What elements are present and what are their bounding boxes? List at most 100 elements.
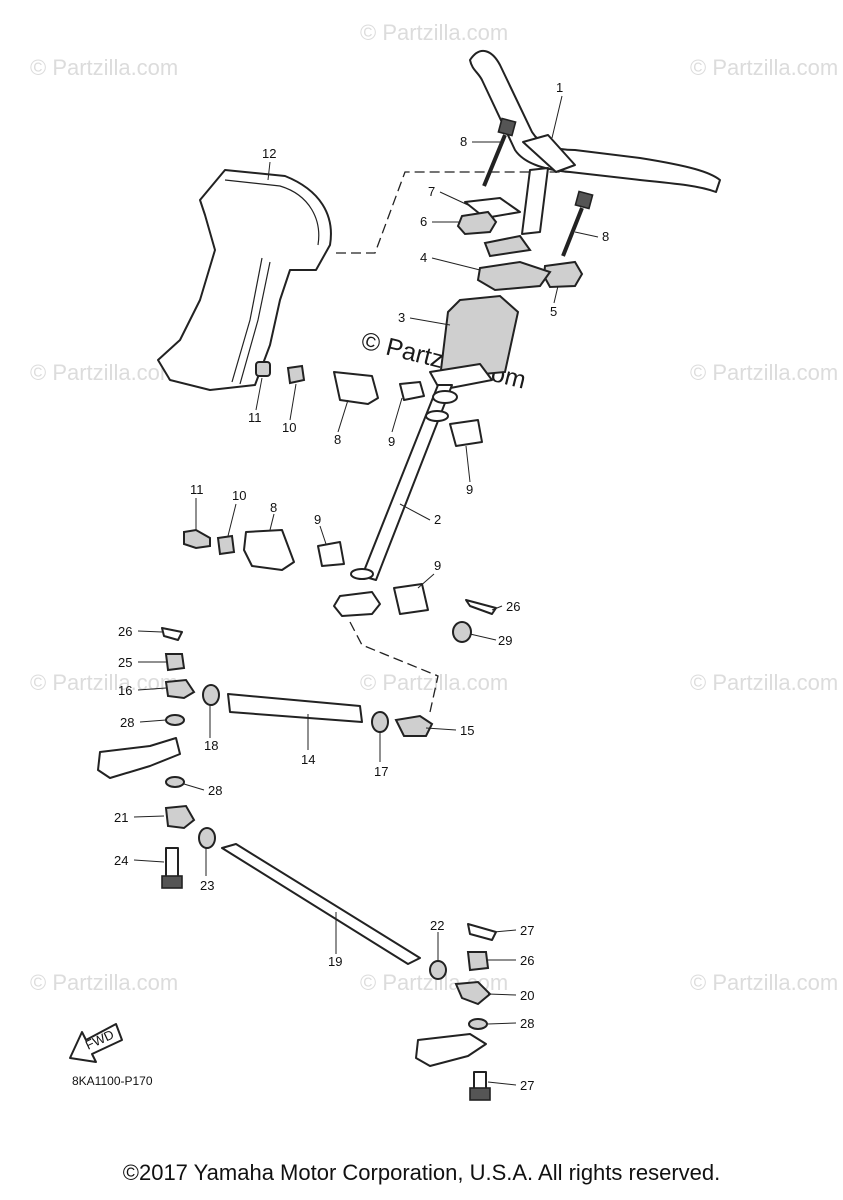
callout-label: 11 [190, 482, 204, 497]
callout-label: 28 [208, 783, 222, 798]
bolt-head [161, 875, 183, 889]
callout-label: 3 [398, 310, 405, 325]
callout-label: 9 [466, 482, 473, 497]
tie-rod-end [394, 714, 434, 737]
callout-label: 29 [498, 633, 512, 648]
callout-label: 2 [434, 512, 441, 527]
clamp-upper [542, 260, 584, 289]
clip [286, 364, 306, 385]
column-flange [429, 363, 493, 391]
tie-rod-end [164, 804, 196, 830]
shaft-bracket [243, 529, 295, 571]
handlebar-post [521, 167, 549, 235]
handlebar-holder-top [483, 234, 532, 258]
diagram-reference-code: 8KA1100-P170 [72, 1074, 153, 1088]
tie-rod [227, 693, 363, 723]
callout-label: 10 [282, 420, 296, 435]
callout-label: 14 [301, 752, 315, 767]
callout-label: 1 [556, 80, 563, 95]
shaft-bottom-arm [333, 591, 381, 617]
locknut [202, 684, 220, 706]
watermark-group: © Partzilla.com © Partzilla.com © Partzi… [30, 20, 838, 995]
steering-shaft [361, 384, 453, 581]
callout-label: 28 [520, 1016, 534, 1031]
castle-nut [466, 951, 490, 972]
callout-label: 8 [270, 500, 277, 515]
tie-rod-end [454, 980, 492, 1006]
callout-label: 22 [430, 918, 444, 933]
callout-label: 27 [520, 923, 534, 938]
shaft-collar [425, 410, 449, 422]
bolt-icon [183, 528, 211, 550]
callout-label: 17 [374, 764, 388, 779]
steering-arm [415, 1033, 487, 1067]
callout-label: 21 [114, 810, 128, 825]
nut [452, 621, 472, 643]
callout-label: 15 [460, 723, 474, 738]
clamp-upper [456, 210, 498, 236]
callout-label: 27 [520, 1078, 534, 1093]
column-housing [438, 294, 520, 380]
callout-label: 9 [314, 512, 321, 527]
callout-label: 26 [520, 953, 534, 968]
callout-label: 28 [120, 715, 134, 730]
washer [165, 776, 185, 788]
watermark: © Partzilla.com [30, 970, 178, 995]
dashed-leader [349, 621, 439, 713]
shaft-bracket [333, 371, 379, 405]
callout-label: 25 [118, 655, 132, 670]
watermark: © Partzilla.com [30, 360, 178, 385]
callout-labels: 1 8 7 6 4 3 8 5 12 11 10 8 9 9 2 11 10 8… [114, 80, 609, 1093]
watermark: © Partzilla.com [690, 360, 838, 385]
castle-nut [164, 653, 186, 672]
washer [165, 714, 185, 726]
callout-label: 26 [506, 599, 520, 614]
watermark: © Partzilla.com [360, 20, 508, 45]
bolt-icon [482, 117, 517, 187]
handlebar-clamp [522, 134, 576, 173]
callout-leaders [133, 95, 599, 1086]
cotter-pin-icon [467, 923, 497, 941]
locknut [371, 711, 389, 733]
bolt-icon [561, 190, 594, 257]
bolt-head [469, 1087, 491, 1101]
callout-label: 8 [334, 432, 341, 447]
watermark: © Partzilla.com [690, 55, 838, 80]
cover-edge [224, 179, 320, 246]
handlebar-holder [476, 260, 552, 292]
watermark: © Partzilla.com [30, 670, 178, 695]
bushing [449, 419, 483, 447]
callout-label: 11 [248, 410, 262, 425]
bushing [393, 583, 429, 615]
callout-label: 12 [262, 146, 276, 161]
cotter-pin-icon [465, 599, 497, 615]
callout-label: 8 [460, 134, 467, 149]
copyright-notice: ©2017 Yamaha Motor Corporation, U.S.A. A… [122, 1160, 721, 1185]
callout-label: 18 [204, 738, 218, 753]
callout-label: 7 [428, 184, 435, 199]
callout-label: 19 [328, 954, 342, 969]
dashed-leader [336, 171, 700, 254]
callout-label: 8 [602, 229, 609, 244]
callout-label: 10 [232, 488, 246, 503]
tie-rod-end [164, 678, 196, 700]
cover-edge [239, 261, 271, 385]
callout-label: 4 [420, 250, 427, 265]
handlebar [469, 50, 721, 193]
callout-label: 9 [434, 558, 441, 573]
callout-label: 6 [420, 214, 427, 229]
callout-label: 23 [200, 878, 214, 893]
clip [216, 534, 236, 556]
washer [468, 1018, 488, 1030]
watermark: © Partzilla.com [30, 55, 178, 80]
callout-label: 26 [118, 624, 132, 639]
fwd-arrow-icon: FWD [69, 1023, 123, 1063]
cover-edge [231, 257, 263, 383]
callout-label: 20 [520, 988, 534, 1003]
steering-arm [97, 737, 181, 779]
bushing [317, 541, 345, 567]
shaft-collar [432, 390, 458, 404]
callout-label: 9 [388, 434, 395, 449]
steering-cover [157, 169, 332, 391]
